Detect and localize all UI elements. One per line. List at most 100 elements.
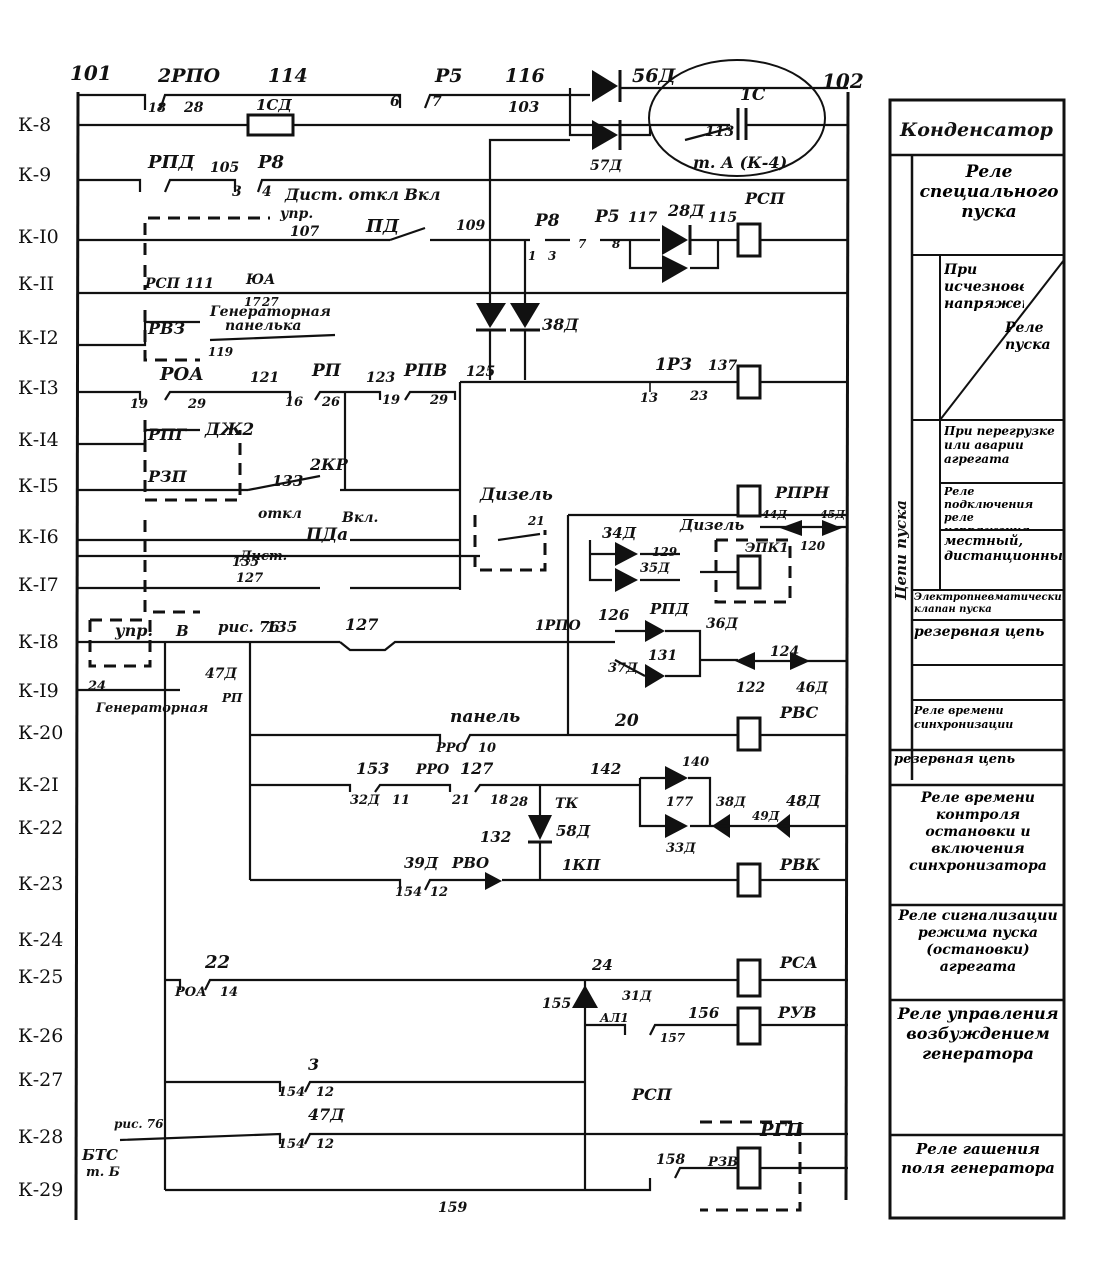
label: РВО — [451, 854, 489, 872]
label-rp: РП — [311, 361, 342, 381]
label-38d: 38Д — [542, 315, 579, 334]
label: 109 — [456, 218, 485, 234]
label-35d: 35Д — [640, 561, 670, 576]
label: 135 — [266, 618, 297, 636]
label: РП — [221, 691, 243, 705]
label: 12 — [430, 885, 448, 900]
label-116: 116 — [505, 65, 545, 87]
label: 28 — [183, 100, 204, 116]
label: 32Д — [350, 793, 380, 808]
label: 36Д — [706, 616, 738, 632]
label-rsp: рис. 76 — [218, 618, 280, 636]
label: 7 — [432, 94, 442, 110]
label: 21 — [451, 793, 470, 808]
label-rzp: РЗП — [147, 467, 188, 486]
row-k8: 1СД 1С 103 57Д 113 т. А (К-4) — [78, 59, 848, 177]
label: 107 — [290, 224, 319, 240]
diode-32d-icon — [665, 766, 688, 790]
row-label: К-I8 — [18, 631, 59, 653]
row-label: К-24 — [18, 929, 63, 951]
legend: Конденсатор Реле специального пуска При … — [888, 98, 1066, 1220]
label: В — [175, 622, 189, 640]
diode-45d-icon — [822, 520, 842, 536]
row-label: К-26 — [18, 1025, 63, 1047]
label: 1КП — [562, 856, 601, 874]
label-roa: 22 — [204, 952, 230, 973]
diode-35d-icon — [615, 568, 638, 592]
label: 27 — [261, 295, 279, 309]
label-p5: Р5 — [594, 207, 620, 227]
diode-37d-icon — [645, 664, 665, 688]
row-label: К-I0 — [18, 226, 59, 248]
legend-rprn: Реле подключения реле напряжения — [944, 485, 1034, 529]
label: 17 — [244, 295, 261, 309]
coil-epk — [736, 554, 762, 590]
label-roa: РОА — [159, 364, 204, 385]
label-114: 114 — [268, 65, 308, 87]
label: 117 — [628, 210, 657, 226]
label-48d: 38Д — [716, 795, 746, 810]
legend-rvs: Реле времени синхронизации — [914, 704, 1014, 731]
label: Генераторная — [209, 304, 331, 320]
row-k14-k15: РПГ ДЖ2 РЗП 133 2КР — [78, 392, 460, 502]
label: 123 — [366, 370, 395, 386]
label: 24 — [591, 956, 613, 974]
row-label: К-2I — [18, 774, 59, 796]
label-pda: ПДа — [305, 525, 348, 545]
row-label: К-8 — [18, 114, 51, 136]
label-32d: 140 — [682, 755, 709, 770]
coil-rgp — [736, 1146, 762, 1190]
label-2kr: 2КР — [309, 455, 349, 474]
label: 125 — [466, 364, 495, 380]
label: 1РПО — [535, 618, 581, 634]
label: Вкл. — [341, 510, 378, 526]
label: 133 — [272, 472, 303, 490]
label: 12 — [316, 1085, 334, 1100]
diode-icon — [476, 303, 506, 328]
row-label: К-I3 — [18, 377, 59, 399]
row-label: К-29 — [18, 1179, 63, 1201]
label-gen-panel: 159 — [438, 1200, 467, 1216]
label: 129 — [652, 545, 678, 559]
label-1c: 1С — [740, 85, 766, 105]
label-p8: Р8 — [257, 152, 285, 173]
left-bus-label: 101 — [70, 61, 112, 85]
label-dzh2: ДЖ2 — [204, 420, 254, 440]
label: 154 — [278, 1085, 305, 1100]
label-rsa: РСА — [779, 953, 818, 972]
row-k11: РСП 111 ЮА 17 27 — [78, 272, 848, 309]
label: т. Б — [86, 1165, 120, 1180]
highlight-circle — [648, 59, 826, 177]
label: 19 — [130, 397, 148, 412]
label: 113 — [705, 124, 734, 140]
label: 3 — [232, 184, 242, 200]
row-k23: 39Д РВО 1КП 154 12 РВК — [250, 854, 848, 900]
row-k10: Дист. откл Вкл упр. 107 ПД 109 Р8 Р5 117… — [78, 138, 848, 305]
label-38d: 177 — [666, 795, 693, 810]
label-rvz: РВЗ — [147, 319, 185, 338]
diode-31d-icon — [572, 985, 598, 1008]
label: 115 — [708, 210, 737, 226]
label-ruv: РУВ — [777, 1003, 817, 1022]
label-1rpo: 127 — [460, 759, 493, 778]
label: 19 — [382, 393, 400, 408]
label-rro: панель — [450, 707, 520, 727]
label-tb: БТС — [81, 1146, 118, 1164]
label: 11 — [392, 793, 410, 808]
legend-start-circuits: Цепи пуска — [892, 500, 910, 601]
label: 45Д — [820, 508, 845, 521]
label-rprn: РПРН — [774, 483, 830, 502]
label: 14 — [220, 985, 238, 1000]
label-1rpo: 127 — [345, 615, 378, 634]
row-label: К-II — [18, 273, 54, 295]
label: 127 — [236, 571, 263, 586]
label: 20 — [614, 711, 639, 731]
label: Дист. — [239, 549, 287, 564]
row-k13: РОА 121 РП 123 РПВ 125 1РЗ 137 19 29 16 … — [78, 355, 848, 590]
label-34d: 34Д — [602, 524, 637, 542]
label: панелька — [225, 318, 301, 334]
label-rsp111: РСП 111 — [144, 276, 214, 292]
label: 44Д — [762, 508, 787, 521]
label: 7 — [578, 237, 587, 251]
